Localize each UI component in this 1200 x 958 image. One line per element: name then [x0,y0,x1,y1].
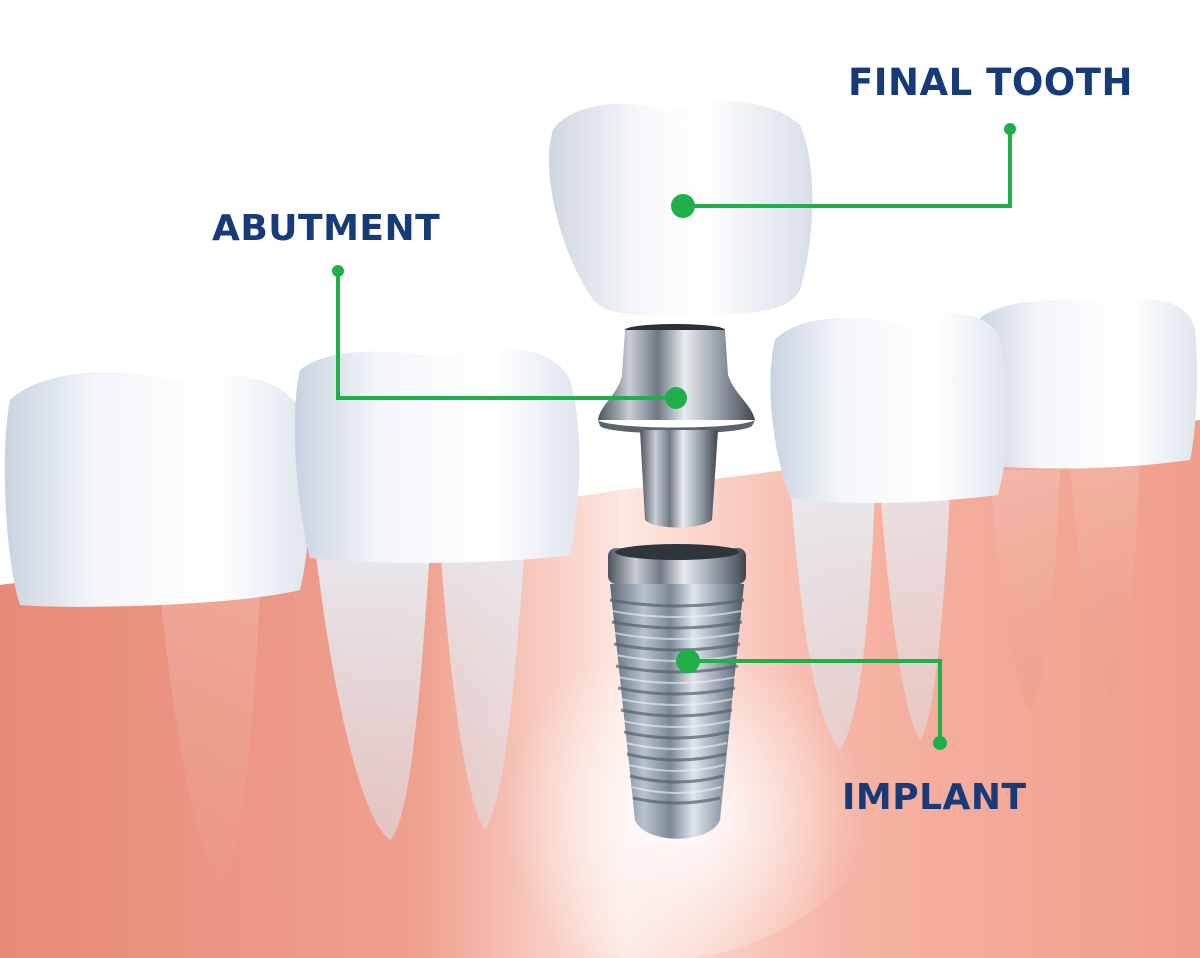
label-abutment: ABUTMENT [212,208,441,249]
implant-screw [608,544,746,839]
right-tooth-2 [974,299,1198,469]
dot-final-tooth-label [1004,123,1016,135]
dot-abutment [665,387,687,409]
dot-implant [676,649,700,673]
leader-abutment [336,271,676,400]
leader-lines [336,129,1012,743]
left-tooth-1 [4,371,311,607]
leader-final-tooth [683,129,1012,208]
label-final-tooth: FINAL TOOTH [848,61,1133,104]
dot-implant-label [933,736,947,750]
right-tooth-1 [770,313,1008,503]
leader-implant [688,659,942,743]
left-tooth-2 [294,347,580,563]
dot-abutment-label [332,265,344,277]
label-implant: IMPLANT [842,777,1027,818]
dot-crown [671,194,695,218]
